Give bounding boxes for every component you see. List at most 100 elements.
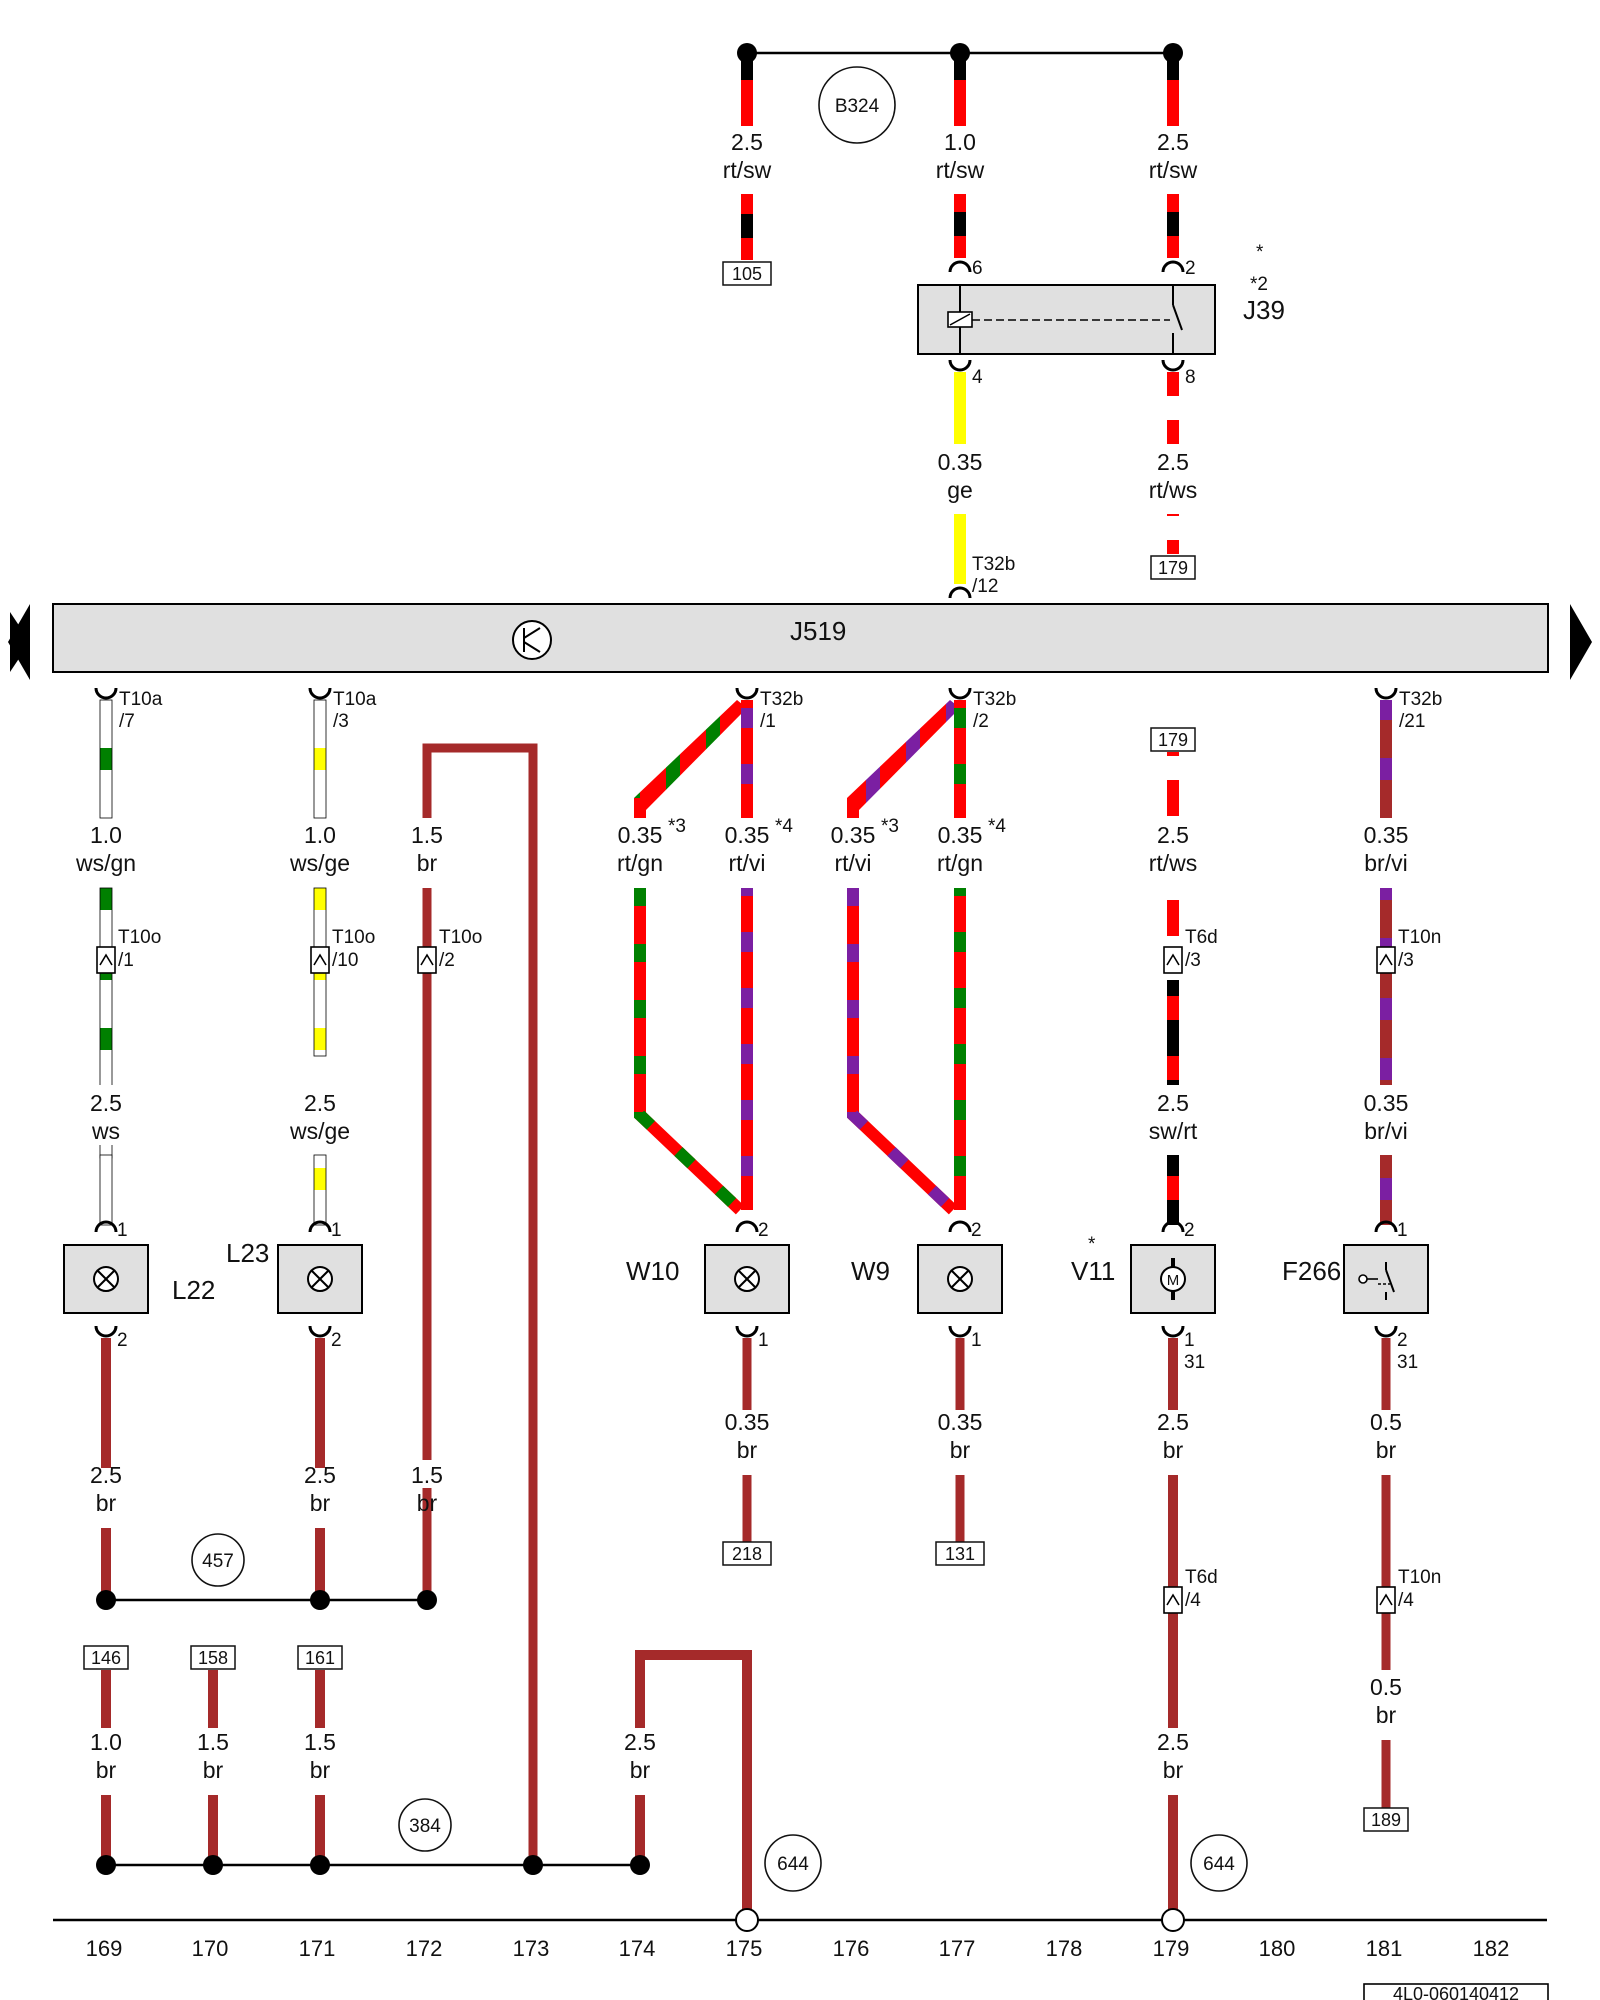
connector-name: T6d xyxy=(1185,927,1218,948)
pin-label: 31 xyxy=(1184,1352,1205,1373)
wire-color: rt/sw xyxy=(1149,157,1198,183)
wire-color: rt/ws xyxy=(1149,477,1198,503)
component-star: * xyxy=(1088,1234,1096,1255)
column-number: 182 xyxy=(1473,1936,1510,1961)
connector-name: T10o xyxy=(439,927,482,948)
pin-label: 31 xyxy=(1397,1352,1418,1373)
junction-644: 644 xyxy=(1203,1854,1235,1875)
ground-bar xyxy=(53,1908,1547,1932)
wire-color: br xyxy=(1163,1437,1184,1463)
connector-pin: /2 xyxy=(973,711,989,732)
wire-size: 1.5 xyxy=(411,1462,443,1488)
wire-size: 2.5 xyxy=(304,1462,336,1488)
wire-size: 0.5 xyxy=(1370,1409,1402,1435)
connector-pin: /4 xyxy=(1185,1590,1201,1611)
connector-name: T32b xyxy=(972,554,1015,575)
wire-size: 2.5 xyxy=(624,1729,656,1755)
wire-note: *3 xyxy=(881,816,899,837)
wire-color: rt/ws xyxy=(1149,850,1198,876)
wire-size: 1.0 xyxy=(304,822,336,848)
junction-457: 457 xyxy=(202,1551,234,1572)
wire-color: rt/gn xyxy=(617,850,663,876)
wire-size: 0.35 xyxy=(1364,822,1409,848)
ref-box: 146 xyxy=(91,1648,121,1668)
ref-box: 131 xyxy=(945,1544,975,1564)
connector-name: T10o xyxy=(332,927,375,948)
wire-note: *4 xyxy=(988,816,1006,837)
wire-size: 0.35 xyxy=(725,822,770,848)
wire-color: br xyxy=(203,1757,224,1783)
pin-label: 2 xyxy=(1185,258,1196,279)
wire-size: 2.5 xyxy=(1157,129,1189,155)
relay-note: *2 xyxy=(1250,274,1268,295)
column-number: 170 xyxy=(192,1936,229,1961)
connector-name: T10a xyxy=(333,689,377,710)
wire-color: br xyxy=(1163,1757,1184,1783)
wire-color: rt/vi xyxy=(834,850,871,876)
pin-label: 2 xyxy=(1397,1330,1408,1351)
column-number: 174 xyxy=(619,1936,656,1961)
top-distributor: B324 2.5 rt/sw 1.0 rt/sw 2.5 rt/sw 105 xyxy=(722,43,1198,286)
wire-size: 0.35 xyxy=(938,449,983,475)
wire-color: ws/ge xyxy=(289,850,350,876)
connector-pin: /1 xyxy=(760,711,776,732)
column-number: 178 xyxy=(1046,1936,1083,1961)
wire-size: 2.5 xyxy=(731,129,763,155)
connector-name: T32b xyxy=(1399,689,1442,710)
pin-label: 1 xyxy=(1184,1330,1195,1351)
connector-pin: /21 xyxy=(1399,711,1425,732)
motor-icon: M xyxy=(1160,1258,1186,1300)
ref-box: 105 xyxy=(732,264,762,284)
pin-label: 2 xyxy=(971,1220,982,1241)
wire-color: rt/sw xyxy=(723,157,772,183)
pin-label: 2 xyxy=(117,1330,128,1351)
pin-label: 1 xyxy=(331,1220,342,1241)
component-code: L23 xyxy=(226,1238,269,1268)
connector-name: T10o xyxy=(118,927,161,948)
lamp-icon xyxy=(947,1266,973,1292)
wire-color: br xyxy=(417,1490,438,1516)
document-id: 4L0-060140412 xyxy=(1393,1984,1519,2000)
pin-label: 1 xyxy=(117,1220,128,1241)
component-code: F266 xyxy=(1282,1256,1341,1286)
svg-text:M: M xyxy=(1167,1272,1180,1289)
wire-size: 2.5 xyxy=(90,1462,122,1488)
wire-color: br xyxy=(737,1437,758,1463)
ref-box: 161 xyxy=(305,1648,335,1668)
pin-label: 1 xyxy=(1397,1220,1408,1241)
connector-pin: /7 xyxy=(119,711,135,732)
wire-size: 1.5 xyxy=(197,1729,229,1755)
control-unit-j519: J519 xyxy=(8,603,1592,680)
wire-size: 1.0 xyxy=(90,822,122,848)
ref-box: 158 xyxy=(198,1648,228,1668)
column-number: 179 xyxy=(1153,1936,1190,1961)
wire-size: 0.35 xyxy=(938,822,983,848)
wire-color: br xyxy=(96,1490,117,1516)
wire-color: ge xyxy=(947,477,973,503)
pin-label: 4 xyxy=(972,367,983,388)
connector-pin: /3 xyxy=(1185,950,1201,971)
wire-size: 2.5 xyxy=(1157,449,1189,475)
wire-color: br xyxy=(1376,1702,1397,1728)
column-number: 180 xyxy=(1259,1936,1296,1961)
wire-color: rt/gn xyxy=(937,850,983,876)
wire-size: 0.35 xyxy=(618,822,663,848)
ref-box: 189 xyxy=(1371,1810,1401,1830)
switch-f266 xyxy=(1343,1244,1429,1314)
bottom-wires: 146 158 161 1.0 br 1.5 br 1.5 br 2.5 br … xyxy=(83,1645,1402,1915)
wire-size: 0.35 xyxy=(831,822,876,848)
pin-label: 2 xyxy=(1184,1220,1195,1241)
wire-size: 2.5 xyxy=(1157,822,1189,848)
lamp-icon xyxy=(93,1266,119,1292)
wire-color: br/vi xyxy=(1364,1118,1407,1144)
junction-384: 384 xyxy=(409,1816,441,1837)
connector-pin: /10 xyxy=(332,950,358,971)
connector-pin: /1 xyxy=(118,950,134,971)
connector-pin: /3 xyxy=(1398,950,1414,971)
mid-wire-labels: 2.5 ws 2.5 ws/ge 2.5 sw/rt 0.35 br/vi xyxy=(90,1085,1408,1226)
column-numbers: 169 170 171 172 173 174 175 176 177 178 … xyxy=(86,1936,1510,1961)
column-number: 169 xyxy=(86,1936,123,1961)
wire-size: 2.5 xyxy=(304,1090,336,1116)
component-code: W10 xyxy=(626,1256,679,1286)
column-number: 177 xyxy=(939,1936,976,1961)
